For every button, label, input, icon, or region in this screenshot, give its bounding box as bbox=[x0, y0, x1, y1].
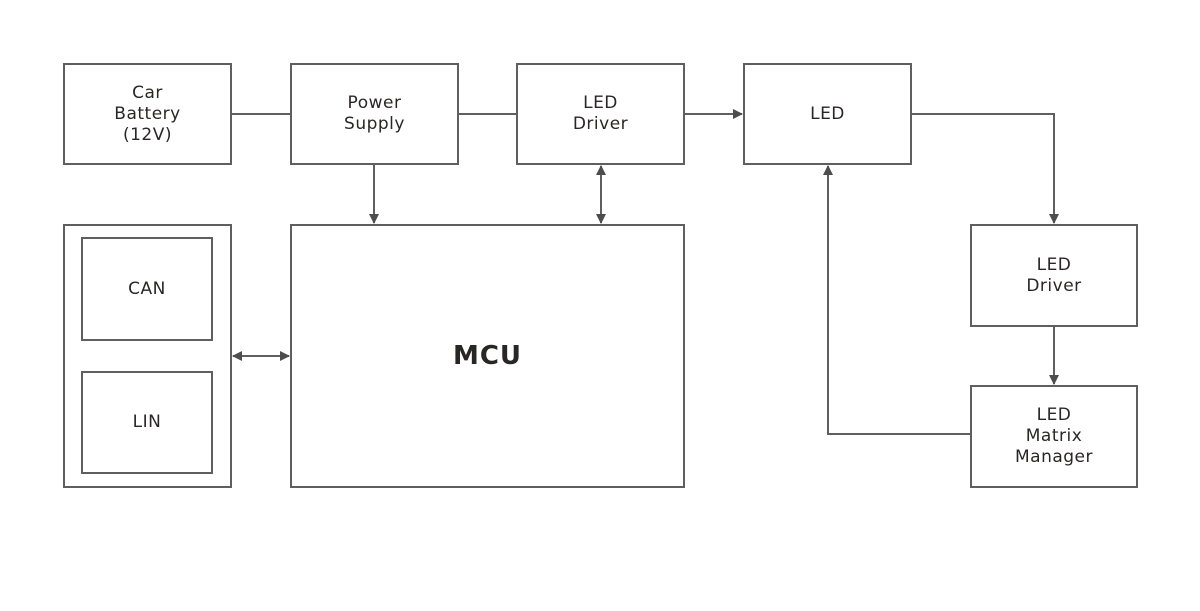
block-can: CAN bbox=[81, 237, 213, 341]
block-led-driver-right-label: LED Driver bbox=[1026, 254, 1082, 296]
block-power-supply-label: Power Supply bbox=[344, 93, 405, 134]
block-lin: LIN bbox=[81, 371, 213, 474]
block-can-label: CAN bbox=[128, 278, 166, 299]
block-led-matrix-manager-label: LED Matrix Manager bbox=[1014, 405, 1094, 467]
arrow-led-to-led-driver-right bbox=[911, 113, 1059, 224]
block-car-battery: Car Battery (12V) bbox=[63, 63, 232, 165]
block-led-driver-top: LED Driver bbox=[516, 63, 685, 165]
block-power-supply: Power Supply bbox=[290, 63, 459, 165]
block-led-driver-right: LED Driver bbox=[970, 224, 1138, 327]
block-led: LED bbox=[743, 63, 912, 165]
arrow-matrix-manager-to-led bbox=[823, 165, 971, 435]
block-lin-label: LIN bbox=[132, 412, 162, 432]
block-car-battery-label: Car Battery (12V) bbox=[114, 82, 181, 145]
block-led-driver-top-label: LED Driver bbox=[572, 93, 629, 134]
block-mcu: MCU bbox=[290, 224, 685, 488]
block-mcu-label: MCU bbox=[452, 341, 523, 371]
block-led-label: LED bbox=[810, 103, 845, 124]
block-led-matrix-manager: LED Matrix Manager bbox=[970, 385, 1138, 488]
